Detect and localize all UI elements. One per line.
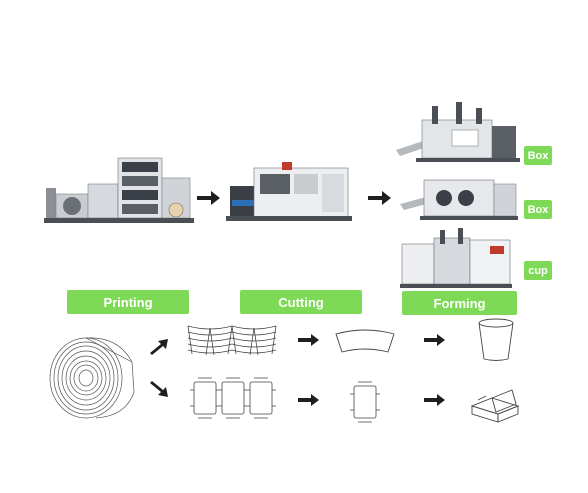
arrow-right-icon — [298, 334, 319, 346]
box-forming-machine-image — [396, 102, 520, 162]
cup-forming-machine-image — [400, 228, 512, 288]
arrow-right-icon — [197, 191, 220, 205]
box-blanks-icon — [190, 377, 276, 419]
arrow-up-right-icon — [150, 339, 168, 355]
arrow-right-icon — [424, 334, 445, 346]
printing-machine-image — [44, 157, 194, 223]
arrow-right-icon — [368, 191, 391, 205]
stage-label-printing: Printing — [67, 290, 189, 314]
stage-label-cutting: Cutting — [240, 290, 362, 314]
cup-fan-blanks-icon — [187, 325, 277, 356]
arrow-down-right-icon — [150, 381, 168, 397]
arrow-right-icon — [298, 394, 319, 406]
product-label-box: Box — [524, 146, 552, 165]
cutting-machine-image — [226, 162, 352, 221]
paper-roll-icon — [49, 337, 135, 419]
product-label-box: Box — [524, 200, 552, 219]
product-label-cup: cup — [524, 261, 552, 280]
paper-box-icon — [470, 389, 520, 423]
box-forming-machine-image — [400, 179, 518, 220]
paper-cup-icon — [478, 318, 514, 361]
single-cup-fan-icon — [335, 329, 395, 353]
arrow-right-icon — [424, 394, 445, 406]
stage-label-forming: Forming — [402, 291, 517, 315]
single-box-blank-icon — [350, 381, 380, 423]
